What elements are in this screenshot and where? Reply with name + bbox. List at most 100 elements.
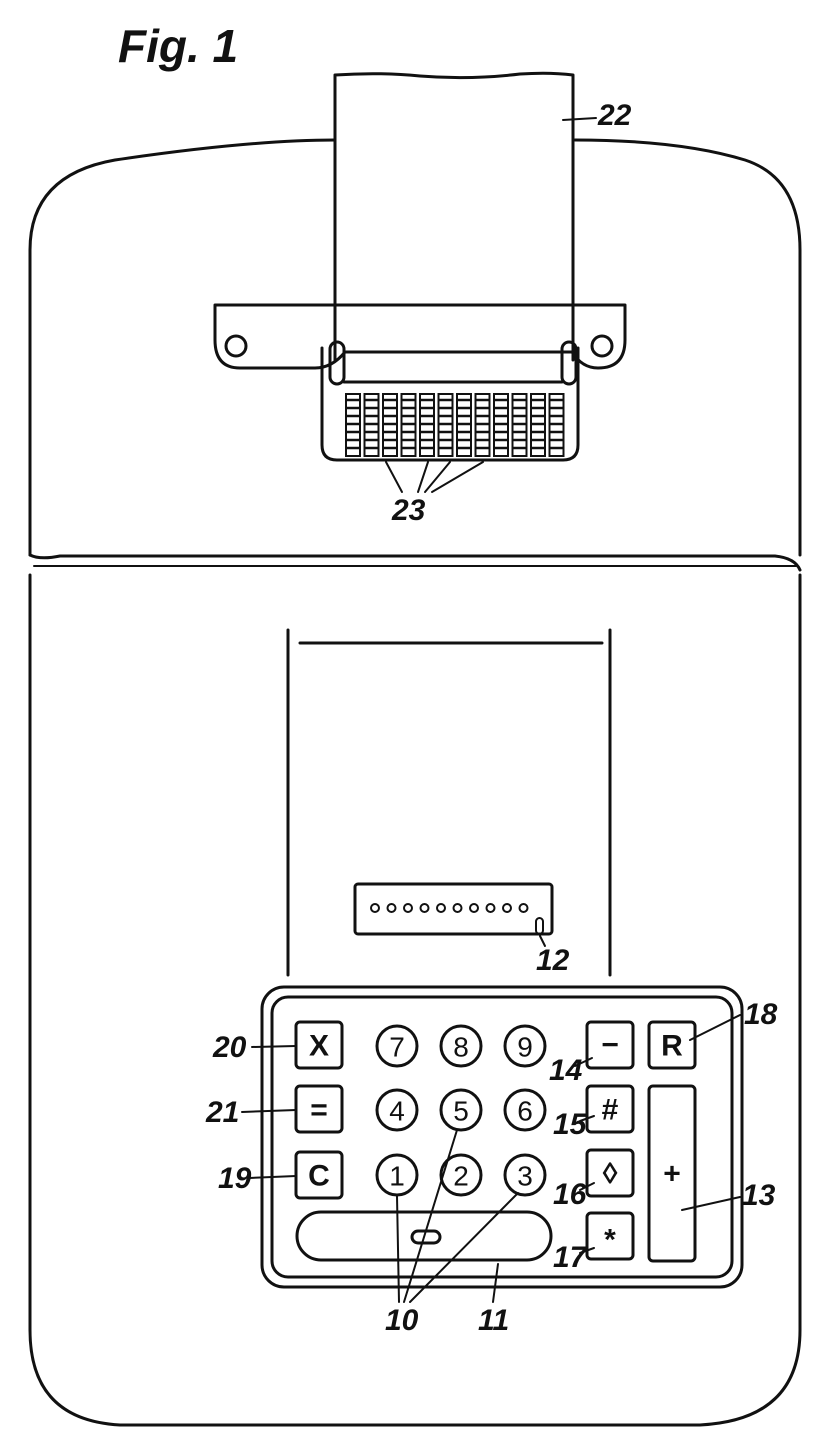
number-key-8[interactable]: 8 [439,1024,483,1068]
number-key-6[interactable]: 6 [503,1088,547,1132]
leader-17 [579,1247,595,1254]
print-wheel [511,393,528,457]
svg-text:+: + [663,1158,681,1191]
indicator-lamp [469,903,479,913]
print-wheel [493,393,509,457]
svg-text:*: * [604,1224,616,1257]
leader-21 [241,1109,297,1113]
keyboard-panel [260,985,744,1289]
indicator-lamp-panel [353,882,554,936]
label-13: 13 [742,1179,776,1212]
leader-14 [574,1057,593,1067]
print-wheel [474,393,491,457]
indicator-lamp [436,903,446,913]
svg-text:7: 7 [389,1032,405,1063]
plus-key[interactable]: + [647,1084,697,1263]
print-wheels [345,393,565,457]
indicator-lamp [386,903,397,913]
print-wheel [456,393,472,457]
svg-text:3: 3 [517,1161,533,1192]
label-12: 12 [536,944,570,977]
leader-11 [492,1263,499,1303]
print-wheel [548,393,565,457]
star-key[interactable]: * [585,1211,635,1261]
number-key-1[interactable]: 1 [375,1153,419,1197]
indicator-lamp [419,903,430,913]
label-22: 22 [597,99,632,132]
indicator-lamp-highlighted [535,917,544,935]
number-key-2[interactable]: 2 [439,1153,483,1197]
print-mechanism [320,340,580,462]
number-key-7[interactable]: 7 [375,1024,419,1068]
label-18: 18 [744,998,778,1031]
leader-19 [248,1175,297,1179]
leader-15 [579,1115,595,1122]
label-16: 16 [553,1178,587,1211]
indicator-lamp [485,903,496,913]
svg-text:9: 9 [517,1032,533,1063]
print-wheel [345,393,361,457]
indicator-lamp [370,903,380,913]
label-14: 14 [549,1054,583,1087]
print-wheel [437,393,454,457]
equals-key[interactable]: = [294,1084,344,1134]
indicator-lamp [518,903,529,913]
number-key-4[interactable]: 4 [375,1088,419,1132]
svg-text:X: X [309,1030,329,1063]
label-19: 19 [218,1162,252,1195]
print-wheel [363,393,380,457]
clear-key[interactable]: C [294,1150,344,1200]
paper-strip [333,71,575,362]
multiply-key[interactable]: X [294,1020,344,1070]
label-21: 21 [205,1096,239,1129]
leader-20 [251,1045,297,1048]
svg-text:5: 5 [453,1096,469,1127]
hash-key[interactable]: # [585,1084,635,1134]
svg-text:−: − [601,1029,619,1062]
leader-23 [385,461,484,493]
minus-key[interactable]: − [585,1020,635,1070]
figure-title: Fig. 1 [118,20,238,72]
leader-10 [396,1129,519,1303]
print-wheel [400,393,417,457]
svg-text:#: # [602,1094,619,1127]
svg-text:R: R [661,1030,683,1063]
housing-split-line [28,553,802,572]
indicator-lamp [502,903,512,913]
leader-22 [562,117,597,121]
bracket-hole-left [224,334,248,358]
indicator-lamps [370,903,529,913]
housing-outline [28,138,802,1427]
svg-text:C: C [308,1160,330,1193]
repeat-key[interactable]: R [647,1020,697,1070]
indicator-lamp [403,903,413,913]
leader-16 [579,1182,595,1191]
leader-13 [681,1196,741,1211]
label-20: 20 [212,1031,247,1064]
label-23: 23 [391,494,426,527]
indicator-lamp [452,903,463,913]
svg-text:1: 1 [389,1161,405,1192]
svg-text:6: 6 [517,1096,533,1127]
svg-text:4: 4 [389,1096,405,1127]
svg-text:2: 2 [453,1161,469,1192]
display-frame [286,628,612,977]
leader-18 [689,1014,741,1041]
label-10: 10 [385,1304,419,1337]
svg-text:=: = [310,1094,328,1127]
number-key-5[interactable]: 5 [439,1088,483,1132]
print-wheel [382,393,398,457]
label-11: 11 [478,1304,509,1337]
print-wheel [530,393,546,457]
number-key-3[interactable]: 3 [503,1153,547,1197]
svg-text:8: 8 [453,1032,469,1063]
svg-text:◊: ◊ [603,1158,618,1191]
bracket-hole-right [590,334,614,358]
leader-12 [539,935,546,947]
label-15: 15 [553,1108,588,1141]
print-wheel [419,393,435,457]
label-17: 17 [553,1241,588,1274]
number-key-9[interactable]: 9 [503,1024,547,1068]
diamond-key[interactable]: ◊ [585,1148,635,1198]
